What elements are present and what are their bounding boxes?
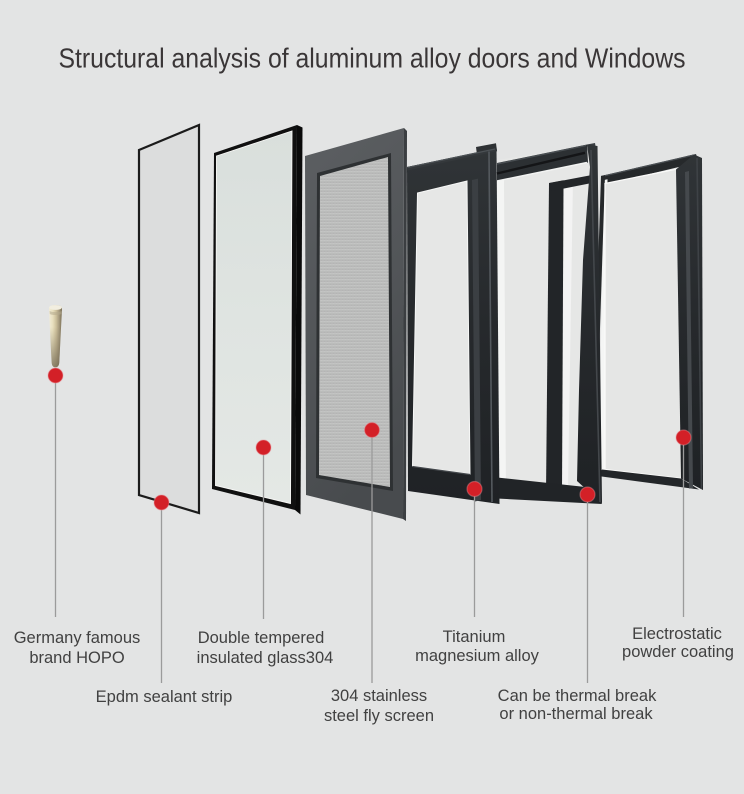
- svg-text:304 stainless: 304 stainless: [331, 687, 427, 705]
- svg-text:Titanium: Titanium: [443, 628, 506, 646]
- svg-text:Can be thermal break: Can be thermal break: [498, 687, 657, 705]
- svg-text:Epdm sealant strip: Epdm sealant strip: [96, 688, 233, 706]
- svg-text:or non-thermal break: or non-thermal break: [499, 705, 653, 723]
- svg-text:powder coating: powder coating: [622, 643, 734, 661]
- svg-text:brand HOPO: brand HOPO: [29, 649, 125, 667]
- svg-text:Electrostatic: Electrostatic: [632, 625, 722, 643]
- svg-text:Germany famous: Germany famous: [14, 629, 141, 647]
- svg-text:magnesium alloy: magnesium alloy: [415, 647, 540, 665]
- svg-text:Double tempered: Double tempered: [198, 629, 325, 647]
- svg-text:Structural analysis of aluminu: Structural analysis of aluminum alloy do…: [59, 43, 686, 74]
- svg-text:insulated glass304: insulated glass304: [197, 649, 334, 667]
- svg-text:steel fly screen: steel fly screen: [324, 707, 434, 725]
